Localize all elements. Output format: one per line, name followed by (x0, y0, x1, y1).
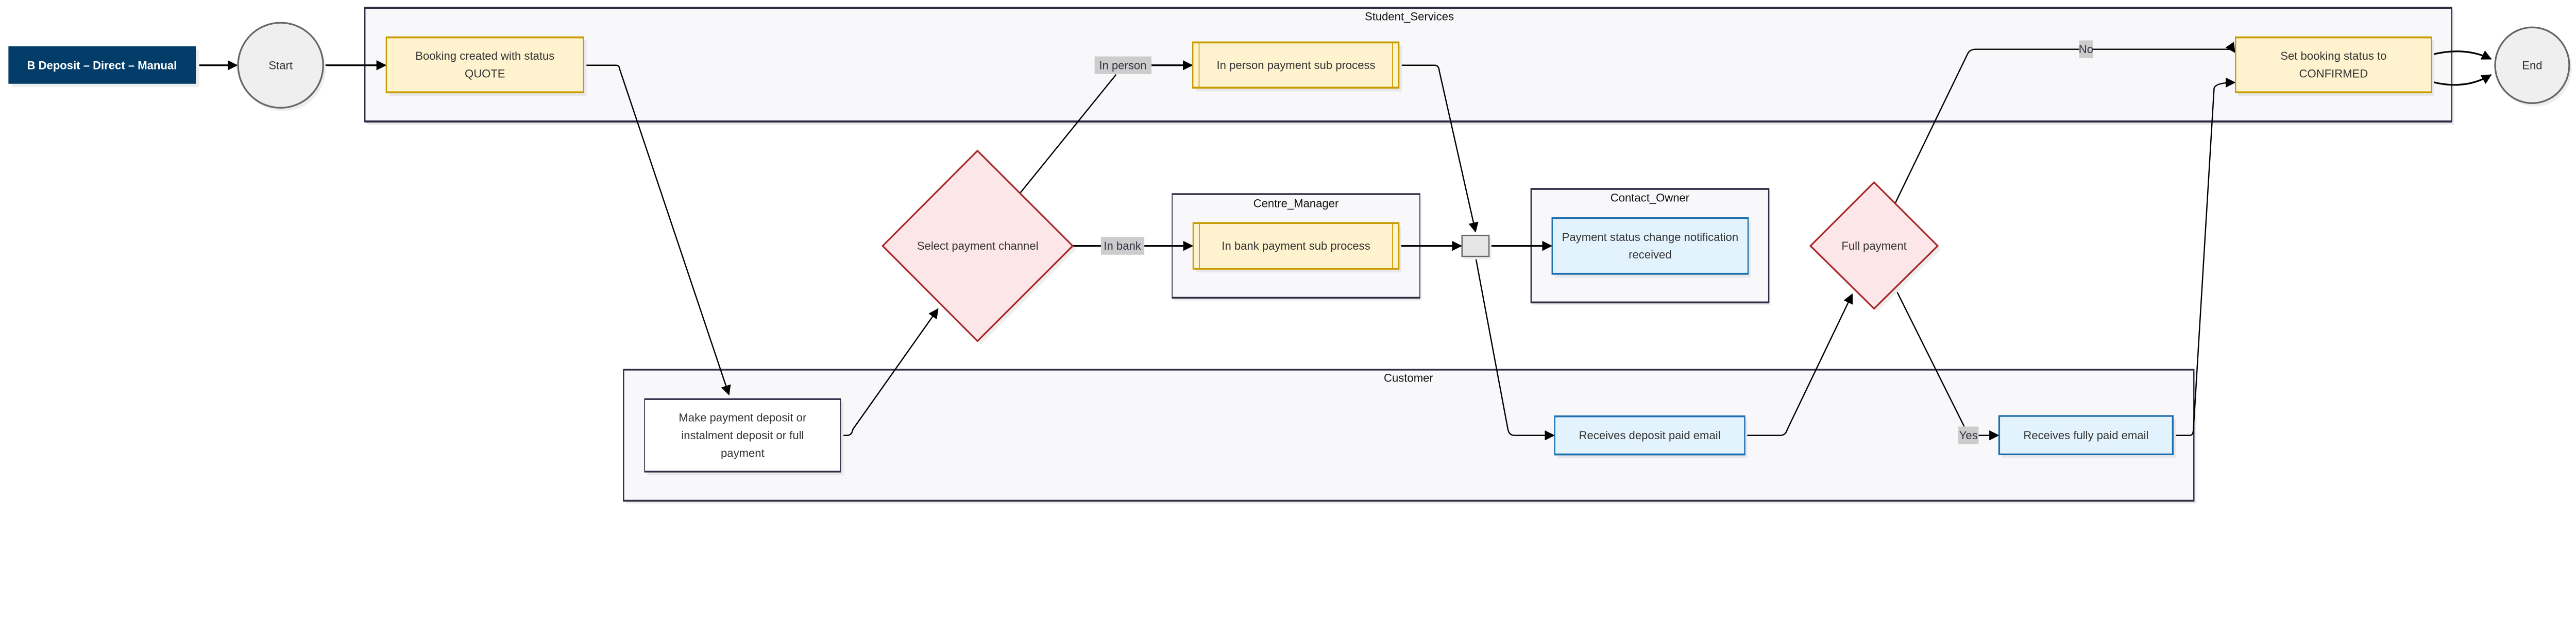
subprocess-label: In person payment sub process (1216, 59, 1376, 72)
task-label: Receives deposit paid email (1579, 429, 1721, 442)
edge-full-payment-yes (1894, 287, 1965, 427)
subprocess-in-person[interactable]: In person payment sub process (1192, 41, 1402, 92)
lane-title-student-services: Student_Services (1365, 10, 1454, 23)
edge-label-yes: Yes (1958, 426, 1979, 444)
edges (196, 42, 2492, 441)
task-label: Make payment deposit or instalment depos… (679, 411, 807, 460)
lane-title-customer: Customer (1384, 372, 1433, 385)
end-event[interactable]: End (2494, 26, 2572, 107)
start-label: Start (268, 59, 293, 72)
lane-title-centre-manager: Centre_Manager (1253, 197, 1339, 210)
task-payment-status-change[interactable]: Payment status change notification recei… (1551, 217, 1751, 278)
lane-customer: Customer (623, 369, 2197, 504)
task-booking-created[interactable]: Booking created with status QUOTE (385, 36, 587, 96)
edge-label-in-bank: In bank (1100, 237, 1145, 255)
edge-set-confirmed-end-1 (2431, 50, 2492, 60)
edge-label-no: No (2079, 40, 2093, 58)
task-label: Set booking status to CONFIRMED (2280, 49, 2387, 80)
edge-no-set-confirmed (2092, 42, 2235, 54)
edge-label-text: No (2079, 43, 2093, 56)
task-receives-deposit-email[interactable]: Receives deposit paid email (1554, 415, 1748, 458)
edge-in-person-junction (1399, 64, 1479, 233)
edge-label-text: In person (1099, 59, 1146, 72)
process-diagram: Student_Services Centre_Manager Contact_… (8, 7, 2572, 504)
start-event[interactable]: Start (237, 22, 326, 111)
edge-fully-paid-set-confirmed (2173, 77, 2236, 436)
process-title: B Deposit – Direct – Manual (27, 59, 177, 72)
edge-set-confirmed-end-2 (2431, 74, 2492, 86)
edge-make-payment-select (840, 308, 939, 436)
end-label: End (2522, 59, 2542, 72)
edge-full-payment-no (1894, 48, 2079, 204)
task-label: Receives fully paid email (2023, 428, 2149, 442)
gateway-label: Full payment (1841, 239, 1907, 252)
edge-booking-make-payment (583, 64, 731, 396)
task-label: Booking created with status QUOTE (415, 49, 555, 80)
lane-title-contact-owner: Contact_Owner (1611, 192, 1689, 204)
edge-label-text: In bank (1104, 239, 1141, 252)
subprocess-label: In bank payment sub process (1222, 239, 1370, 252)
edge-label-text: Yes (1959, 429, 1978, 442)
subprocess-in-bank[interactable]: In bank payment sub process (1192, 222, 1401, 273)
gateway-label: Select payment channel (917, 239, 1039, 252)
task-label: Payment status change notification recei… (1562, 231, 1739, 262)
edge-label-in-person: In person (1094, 56, 1152, 74)
task-set-confirmed[interactable]: Set booking status to CONFIRMED (2234, 36, 2434, 96)
task-receives-fully-paid-email[interactable]: Receives fully paid email (1998, 415, 2176, 458)
task-make-payment[interactable]: Make payment deposit or instalment depos… (644, 398, 844, 476)
process-header: B Deposit – Direct – Manual (8, 46, 199, 88)
junction (1461, 234, 1492, 259)
edge-deposit-full-payment (1744, 293, 1853, 436)
edge-select-in-person (1019, 74, 1117, 194)
edge-junction-deposit-email (1475, 256, 1555, 441)
gateway-full-payment[interactable]: Full payment (1809, 181, 1941, 312)
gateway-select-payment-channel[interactable]: Select payment channel (881, 149, 1076, 344)
